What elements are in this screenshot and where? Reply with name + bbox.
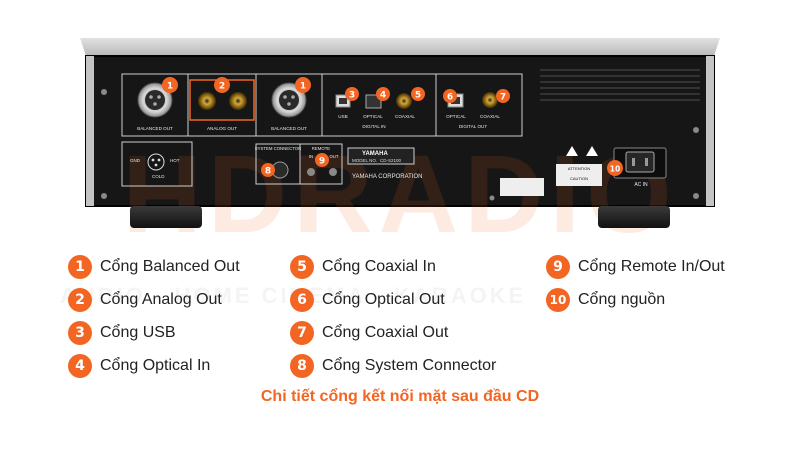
- label-cold: COLD: [152, 174, 165, 179]
- svg-text:1: 1: [167, 82, 173, 92]
- legend-label: Cổng Optical In: [100, 357, 211, 374]
- legend-badge: 10: [546, 288, 570, 312]
- svg-text:10: 10: [610, 165, 620, 174]
- legend-badge: 8: [290, 354, 314, 378]
- legend-item-9: 9 Cổng Remote In/Out: [546, 254, 725, 280]
- xlr-pin-diagram: [147, 153, 165, 171]
- svg-text:1: 1: [300, 82, 306, 92]
- brand-plate: YAMAHA: [362, 151, 388, 157]
- legend-badge: 5: [290, 255, 314, 279]
- svg-text:6: 6: [447, 93, 453, 103]
- legend-label: Cổng Coaxial In: [322, 258, 436, 275]
- svg-text:7: 7: [500, 93, 506, 103]
- marker-6: 6: [443, 89, 457, 103]
- label-analog-out: ANALOG OUT: [207, 126, 237, 131]
- balanced-out-right-jack[interactable]: [271, 82, 307, 118]
- legend-item-6: 6 Cổng Optical Out: [290, 287, 445, 313]
- legend-badge: 3: [68, 321, 92, 345]
- coaxial-in-jack[interactable]: [396, 93, 412, 109]
- marker-7: 7: [496, 89, 510, 103]
- legend-item-10: 10 Cổng nguồn: [546, 287, 665, 313]
- legend-label: Cổng Remote In/Out: [578, 258, 725, 275]
- label-remote: REMOTE: [312, 146, 331, 151]
- legend-badge: 4: [68, 354, 92, 378]
- label-optical-out: OPTICAL: [446, 114, 466, 119]
- svg-text:5: 5: [415, 91, 421, 101]
- foot-left: [130, 206, 202, 228]
- balanced-out-left-jack[interactable]: [137, 82, 173, 118]
- remote-out-jack[interactable]: [329, 168, 337, 176]
- marker-3: 3: [345, 87, 359, 101]
- label-gnd: GND: [130, 158, 141, 163]
- remote-in-jack[interactable]: [307, 168, 315, 176]
- legend-badge: 6: [290, 288, 314, 312]
- label-coaxial-out: COAXIAL: [480, 114, 500, 119]
- marker-8: 8: [261, 163, 275, 177]
- legend-label: Cổng nguồn: [578, 291, 666, 308]
- vent-grille: [540, 69, 700, 101]
- legend-badge: 2: [68, 288, 92, 312]
- label-balanced-out-right: BALANCED OUT: [271, 126, 307, 131]
- label-ac-in: AC IN: [634, 182, 648, 188]
- caption: Chi tiết cổng kết nối mặt sau đầu CD: [260, 388, 540, 405]
- label-digital-in: DIGITAL IN: [362, 124, 385, 129]
- label-hot: HOT: [170, 158, 180, 163]
- marker-1: 1: [162, 77, 178, 93]
- analog-out-right-jack[interactable]: [229, 92, 247, 110]
- laser-sticker: [500, 178, 544, 196]
- legend-item-8: 8 Cổng System Connector: [290, 353, 496, 379]
- marker-5: 5: [411, 87, 425, 101]
- label-balanced-out-left: BALANCED OUT: [137, 126, 173, 131]
- legend-label: Cổng System Connector: [322, 357, 497, 374]
- legend-label: Cổng Balanced Out: [100, 258, 240, 275]
- label-remote-out: OUT: [329, 154, 338, 159]
- legend-badge: 1: [68, 255, 92, 279]
- foot-right: [598, 206, 670, 228]
- corp-name: YAMAHA CORPORATION: [352, 174, 422, 180]
- legend-item-7: 7 Cổng Coaxial Out: [290, 320, 448, 346]
- label-optical-in: OPTICAL: [363, 114, 383, 119]
- label-attention: ATTENTION: [568, 166, 590, 171]
- svg-text:4: 4: [380, 91, 386, 101]
- legend-item-2: 2 Cổng Analog Out: [68, 287, 222, 313]
- svg-text:3: 3: [349, 91, 355, 101]
- marker-1b: 1: [295, 77, 311, 93]
- legend-label: Cổng Coaxial Out: [322, 324, 449, 341]
- marker-4: 4: [376, 87, 390, 101]
- analog-out-left-jack[interactable]: [198, 92, 216, 110]
- marker-2: 2: [214, 77, 230, 93]
- legend-badge: 9: [546, 255, 570, 279]
- legend-label: Cổng Analog Out: [100, 291, 222, 308]
- label-coaxial-in: COAXIAL: [395, 114, 415, 119]
- legend-label: Cổng Optical Out: [322, 291, 445, 308]
- label-caution: CAUTION: [570, 176, 588, 181]
- legend-item-4: 4 Cổng Optical In: [68, 353, 210, 379]
- coaxial-out-jack[interactable]: [482, 92, 498, 108]
- label-system-connector: SYSTEM CONNECTOR: [255, 146, 301, 151]
- marker-10: 10: [607, 160, 623, 176]
- marker-9: 9: [315, 153, 329, 167]
- ac-inlet[interactable]: [625, 151, 655, 173]
- label-usb: USB: [338, 114, 347, 119]
- port-legend: 1 Cổng Balanced Out 2 Cổng Analog Out 3 …: [0, 252, 800, 392]
- svg-text:2: 2: [219, 82, 225, 92]
- model-label: MODEL NO.: [352, 158, 377, 163]
- label-remote-in: IN: [309, 154, 313, 159]
- model-plate: YAMAHA MODEL NO. CD-S2100: [347, 147, 415, 165]
- legend-label: Cổng USB: [100, 324, 176, 341]
- legend-item-1: 1 Cổng Balanced Out: [68, 254, 240, 280]
- label-digital-out: DIGITAL OUT: [459, 124, 488, 129]
- optical-in-port[interactable]: [365, 94, 382, 109]
- model-value: CD-S2100: [380, 158, 402, 163]
- cd-player-rear-panel: HDRADIO BALANCED OUT ANALO: [80, 38, 720, 240]
- svg-text:9: 9: [319, 157, 325, 167]
- legend-item-3: 3 Cổng USB: [68, 320, 176, 346]
- svg-text:8: 8: [265, 167, 271, 177]
- legend-item-5: 5 Cổng Coaxial In: [290, 254, 436, 280]
- legend-badge: 7: [290, 321, 314, 345]
